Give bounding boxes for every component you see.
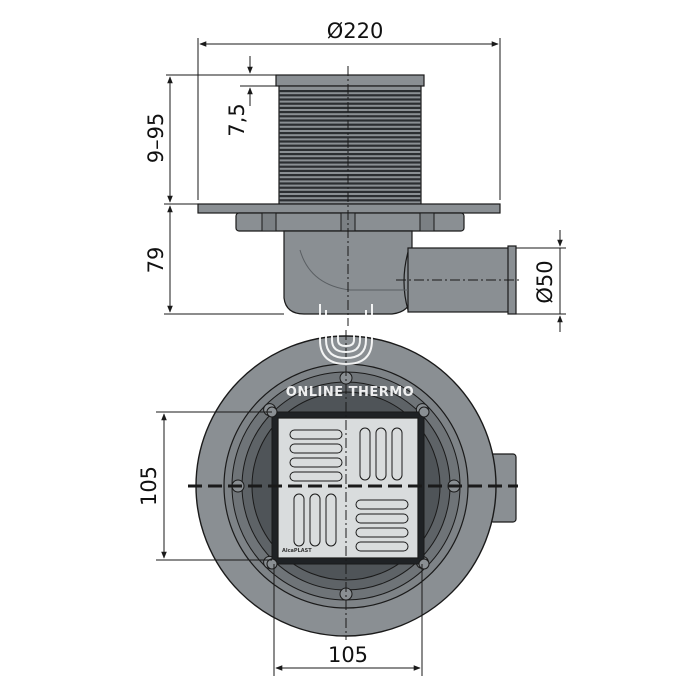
grate-slot — [325, 493, 337, 547]
collar-tab-right — [419, 212, 435, 232]
extension-rib — [279, 123, 421, 126]
grate-slot — [289, 429, 343, 440]
extension-ribs — [279, 90, 421, 202]
extension-rib — [279, 127, 421, 130]
dim-adjust-range: 9–95 — [144, 113, 168, 164]
extension-rib — [279, 111, 421, 114]
collar-tab-left — [261, 212, 277, 232]
extension-rib — [279, 169, 421, 172]
outlet-pipe-joint — [403, 251, 409, 311]
extension-rib — [279, 165, 421, 168]
extension-rib — [279, 195, 421, 198]
watermark: ONLINE THERMO — [286, 304, 414, 400]
extension-rib — [279, 174, 421, 177]
grate-slot — [375, 427, 387, 481]
trap-inner-curve — [299, 249, 408, 291]
extension-rib — [279, 148, 421, 151]
dim-outlet-diameter: Ø50 — [533, 260, 557, 303]
dim-body-height: 79 — [144, 247, 168, 274]
grate-slot — [289, 457, 343, 468]
grate-slots — [289, 427, 409, 552]
grate-slot — [355, 499, 409, 510]
grate-slot — [355, 527, 409, 538]
top-view: AlcaPLAST — [188, 330, 518, 640]
extension-rib — [279, 178, 421, 181]
extension-rib — [279, 115, 421, 118]
grate-slot — [289, 471, 343, 482]
side-view-dimensions: Ø220 7,5 9–95 79 Ø50 — [144, 19, 566, 332]
extension-rib — [279, 119, 421, 122]
extension-rib — [279, 90, 421, 93]
grate-slot — [391, 427, 403, 481]
dim-grate-height: 105 — [137, 466, 161, 506]
extension-rib — [279, 106, 421, 109]
dim-body-diameter: Ø220 — [327, 19, 384, 43]
watermark-text: ONLINE THERMO — [286, 385, 414, 400]
grate-slot — [289, 443, 343, 454]
top-view-dimensions: 105 105 — [137, 411, 423, 676]
grate-slot — [355, 513, 409, 524]
grate-slot — [293, 493, 305, 547]
dim-grate-width: 105 — [328, 643, 368, 667]
extension-rib — [279, 190, 421, 193]
extension-rib — [279, 161, 421, 164]
extension-rib — [279, 102, 421, 105]
flange-plate — [197, 203, 501, 214]
extension-rib — [279, 199, 421, 202]
watermark-logo-icon — [319, 304, 373, 366]
extension-rib — [279, 140, 421, 143]
extension-rib — [279, 132, 421, 135]
extension-rib — [279, 94, 421, 97]
extension-rib — [279, 182, 421, 185]
grate-brand-label: AlcaPLAST — [282, 548, 312, 554]
grate-slot — [355, 541, 409, 552]
side-view — [197, 66, 522, 326]
grate-slot — [309, 493, 321, 547]
grate-slot — [359, 427, 371, 481]
extension-rib — [279, 136, 421, 139]
dim-flange-height: 7,5 — [225, 103, 249, 136]
extension-rib — [279, 98, 421, 101]
extension-rib — [279, 186, 421, 189]
extension-rib — [279, 157, 421, 160]
extension-rib — [279, 153, 421, 156]
extension-cap — [275, 74, 425, 87]
extension-rib — [279, 144, 421, 147]
